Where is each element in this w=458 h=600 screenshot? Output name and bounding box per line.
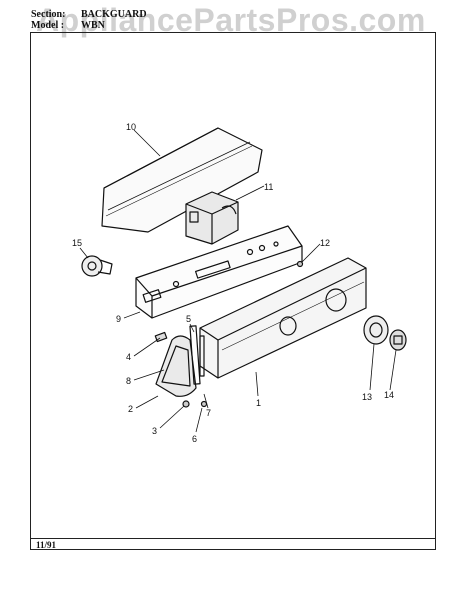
callout-9: 9: [116, 314, 121, 324]
diagram-frame: [30, 32, 436, 550]
callout-8: 8: [126, 376, 131, 386]
section-value: BACKGUARD: [81, 9, 147, 20]
part-screws: [182, 400, 208, 408]
revision-date: 11/91: [36, 540, 57, 550]
callout-1: 1: [256, 398, 261, 408]
callout-labels: 10 11 15 12 9 5 4 8 2 7 3 6 1 13 14: [72, 122, 394, 444]
model-label: Model :: [31, 20, 65, 31]
callout-6: 6: [192, 434, 197, 444]
leader-lines: [79, 129, 397, 433]
part-end-cap: [155, 335, 197, 397]
part-control-box: [185, 191, 239, 245]
callout-15: 15: [72, 238, 82, 248]
callout-10: 10: [126, 122, 136, 132]
callout-13: 13: [362, 392, 372, 402]
part-top-cover: [101, 127, 263, 233]
footer-divider: [30, 538, 436, 539]
part-knob-skirt: [363, 315, 389, 345]
callout-5: 5: [186, 314, 191, 324]
callout-11: 11: [264, 182, 273, 192]
callout-4: 4: [126, 352, 131, 362]
part-screw-12: [296, 260, 304, 268]
callout-12: 12: [320, 238, 330, 248]
callout-7: 7: [206, 408, 211, 418]
part-bracket-strip: [189, 325, 205, 385]
section-label: Section:: [31, 9, 66, 20]
callout-14: 14: [384, 390, 394, 400]
part-control-panel: [135, 225, 303, 319]
callout-2: 2: [128, 404, 133, 414]
part-timer-motor: [81, 255, 113, 277]
part-knob: [389, 329, 407, 351]
diagram-header: Section: BACKGUARD Model : WBN: [31, 9, 147, 31]
callout-3: 3: [152, 426, 157, 436]
model-value: WBN: [81, 20, 105, 31]
